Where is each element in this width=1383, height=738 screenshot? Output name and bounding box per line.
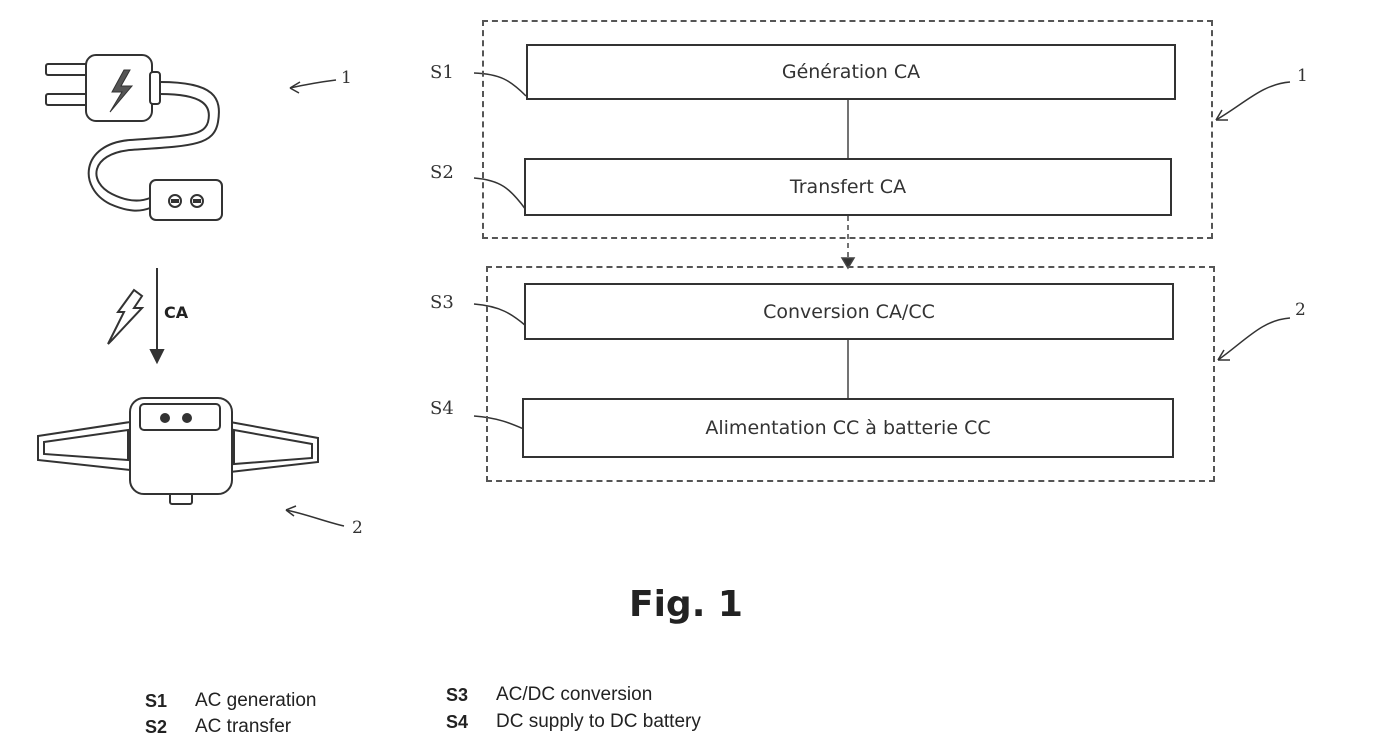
step-id-s3: S3 xyxy=(430,292,454,313)
device-icon xyxy=(38,398,318,504)
step-box-s4: Alimentation CC à batterie CC xyxy=(522,398,1174,458)
step-box-s1: Génération CA xyxy=(526,44,1176,100)
current-label: CA xyxy=(164,303,188,322)
legend-text-s1: AC generation xyxy=(195,690,316,712)
step-label-s1: Génération CA xyxy=(782,61,920,83)
legend-text-s4: DC supply to DC battery xyxy=(496,711,701,733)
step-box-s2: Transfert CA xyxy=(524,158,1172,216)
socket-icon xyxy=(150,180,222,220)
down-arrow-icon xyxy=(151,268,163,362)
group-ref-1: 1 xyxy=(1297,66,1308,86)
group-ref-2: 2 xyxy=(1295,300,1306,320)
step-label-s2: Transfert CA xyxy=(790,176,906,198)
ref-label-plug: 1 xyxy=(341,68,352,88)
step-box-s3: Conversion CA/CC xyxy=(524,283,1174,340)
lightning-icon xyxy=(108,290,142,344)
step-id-s2: S2 xyxy=(430,162,454,183)
legend-code-s3: S3 xyxy=(446,685,468,706)
ref-label-device: 2 xyxy=(352,518,363,538)
step-id-s1: S1 xyxy=(430,62,454,83)
step-label-s3: Conversion CA/CC xyxy=(763,301,935,323)
legend-text-s3: AC/DC conversion xyxy=(496,684,652,706)
legend-code-s2: S2 xyxy=(145,717,167,738)
group-leaders xyxy=(1216,82,1290,360)
figure-title: Fig. 1 xyxy=(629,584,743,625)
step-label-s4: Alimentation CC à batterie CC xyxy=(705,417,990,439)
legend-code-s4: S4 xyxy=(446,712,468,733)
legend-code-s1: S1 xyxy=(145,691,167,712)
legend-text-s2: AC transfer xyxy=(195,716,291,738)
plug-icon xyxy=(46,55,160,121)
step-id-s4: S4 xyxy=(430,398,454,419)
